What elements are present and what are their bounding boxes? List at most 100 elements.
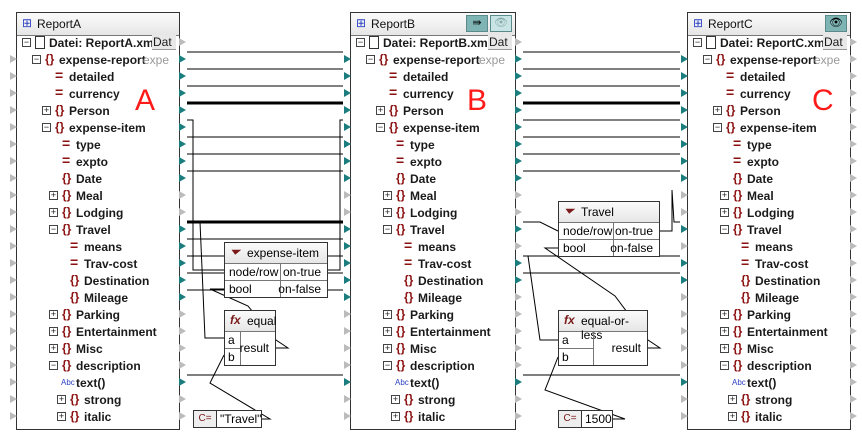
output-connector[interactable] bbox=[515, 242, 522, 250]
input-connector[interactable] bbox=[681, 310, 688, 318]
input-connector[interactable] bbox=[681, 174, 688, 182]
output-connector[interactable] bbox=[515, 208, 522, 216]
tree-row-detailed[interactable]: =detailed bbox=[681, 67, 857, 85]
component-header[interactable]: ⊞ReportB⇛👁 bbox=[351, 13, 515, 36]
collapse-icon[interactable]: − bbox=[49, 360, 58, 370]
input-connector[interactable] bbox=[10, 276, 17, 284]
input-port-a[interactable]: a bbox=[562, 333, 569, 347]
tree-row-Person[interactable]: +{}Person bbox=[344, 102, 522, 119]
input-connector[interactable] bbox=[344, 157, 351, 165]
input-connector[interactable] bbox=[10, 310, 17, 318]
output-connector[interactable] bbox=[179, 310, 186, 318]
tree-row-italic[interactable]: +{}italic bbox=[344, 408, 522, 425]
output-connector[interactable] bbox=[179, 225, 186, 233]
input-connector[interactable] bbox=[681, 259, 688, 267]
output-connector[interactable] bbox=[515, 225, 522, 233]
tree-row-Travcost[interactable]: =Trav-cost bbox=[681, 254, 857, 272]
expand-icon[interactable]: + bbox=[42, 105, 51, 115]
preview-eye-icon[interactable]: 👁 bbox=[490, 15, 512, 32]
tree-row-expto[interactable]: =expto bbox=[681, 152, 857, 170]
input-connector[interactable] bbox=[10, 157, 17, 165]
tree-row-Parking[interactable]: +{}Parking bbox=[344, 306, 522, 323]
tree-row-Entertainment[interactable]: +{}Entertainment bbox=[344, 323, 522, 340]
input-connector[interactable] bbox=[681, 395, 688, 403]
output-connector[interactable] bbox=[850, 412, 857, 420]
input-connector[interactable] bbox=[10, 242, 17, 250]
expand-icon[interactable]: + bbox=[720, 326, 729, 336]
tree-row-Misc[interactable]: +{}Misc bbox=[10, 340, 186, 357]
output-connector[interactable] bbox=[850, 344, 857, 352]
output-connector[interactable] bbox=[515, 157, 522, 165]
input-connector[interactable] bbox=[10, 89, 17, 97]
collapse-icon[interactable]: − bbox=[42, 122, 51, 132]
expand-icon[interactable]: + bbox=[49, 326, 58, 336]
output-port-on-false[interactable]: on-false bbox=[610, 241, 653, 255]
file-button[interactable]: Dat bbox=[823, 35, 847, 50]
input-connector[interactable] bbox=[681, 242, 688, 250]
output-connector[interactable] bbox=[850, 72, 857, 80]
input-port-b[interactable]: b bbox=[562, 350, 569, 364]
input-connector[interactable] bbox=[10, 225, 17, 233]
input-connector[interactable] bbox=[10, 327, 17, 335]
input-port-b[interactable]: b bbox=[228, 350, 235, 364]
output-connector[interactable] bbox=[179, 123, 186, 131]
file-button[interactable]: Dat bbox=[488, 35, 512, 50]
output-connector[interactable] bbox=[179, 361, 186, 369]
output-connector[interactable] bbox=[515, 174, 522, 182]
expand-icon[interactable]: + bbox=[728, 411, 737, 421]
output-connector[interactable] bbox=[179, 259, 186, 267]
tree-row-Travel[interactable]: −{}Travel bbox=[10, 221, 186, 238]
collapse-icon[interactable]: − bbox=[383, 224, 392, 234]
tree-row-Travel[interactable]: −{}Travel bbox=[344, 221, 522, 238]
expand-icon[interactable]: + bbox=[49, 207, 58, 217]
input-connector[interactable] bbox=[344, 327, 351, 335]
collapse-icon[interactable]: − bbox=[720, 224, 729, 234]
input-connector[interactable] bbox=[344, 191, 351, 199]
tree-row-Travel[interactable]: −{}Travel bbox=[681, 221, 857, 238]
output-connector[interactable] bbox=[179, 276, 186, 284]
collapse-icon[interactable]: − bbox=[376, 122, 385, 132]
component-header[interactable]: ⊞ReportA bbox=[17, 13, 179, 36]
output-connector[interactable] bbox=[179, 191, 186, 199]
output-connector[interactable] bbox=[179, 412, 186, 420]
tree-row-Parking[interactable]: +{}Parking bbox=[10, 306, 186, 323]
connection-line[interactable] bbox=[209, 354, 272, 420]
expand-icon[interactable]: + bbox=[720, 190, 729, 200]
expand-icon[interactable]: + bbox=[383, 190, 392, 200]
output-connector[interactable] bbox=[850, 242, 857, 250]
file-button[interactable]: Dat bbox=[152, 35, 176, 50]
expand-icon[interactable]: + bbox=[720, 309, 729, 319]
input-connector[interactable] bbox=[10, 140, 17, 148]
output-connector[interactable] bbox=[850, 395, 857, 403]
output-connector[interactable] bbox=[515, 72, 522, 80]
tree-row-currency[interactable]: =currency bbox=[344, 84, 522, 102]
tree-row-expenseitem[interactable]: −{}expense-item bbox=[681, 119, 857, 136]
output-connector[interactable] bbox=[179, 38, 186, 46]
tree-row-currency[interactable]: =currency bbox=[681, 84, 857, 102]
input-connector[interactable] bbox=[10, 191, 17, 199]
input-connector[interactable] bbox=[681, 378, 688, 386]
output-connector[interactable] bbox=[179, 293, 186, 301]
output-connector[interactable] bbox=[850, 89, 857, 97]
output-connector[interactable] bbox=[515, 38, 522, 46]
pass-through-icon[interactable]: ⇛ bbox=[466, 15, 488, 32]
output-connector[interactable] bbox=[850, 123, 857, 131]
input-connector[interactable] bbox=[344, 174, 351, 182]
output-connector[interactable] bbox=[850, 378, 857, 386]
tree-row-Mileage[interactable]: {}Mileage bbox=[10, 289, 186, 306]
tree-row-description[interactable]: −{}description bbox=[10, 357, 186, 374]
output-connector[interactable] bbox=[515, 276, 522, 284]
output-connector[interactable] bbox=[179, 344, 186, 352]
tree-row-means[interactable]: =means bbox=[344, 237, 522, 255]
tree-row-Lodging[interactable]: +{}Lodging bbox=[344, 204, 522, 221]
output-connector[interactable] bbox=[515, 55, 522, 63]
output-connector[interactable] bbox=[179, 106, 186, 114]
input-connector[interactable] bbox=[344, 344, 351, 352]
expand-icon[interactable]: + bbox=[49, 309, 58, 319]
